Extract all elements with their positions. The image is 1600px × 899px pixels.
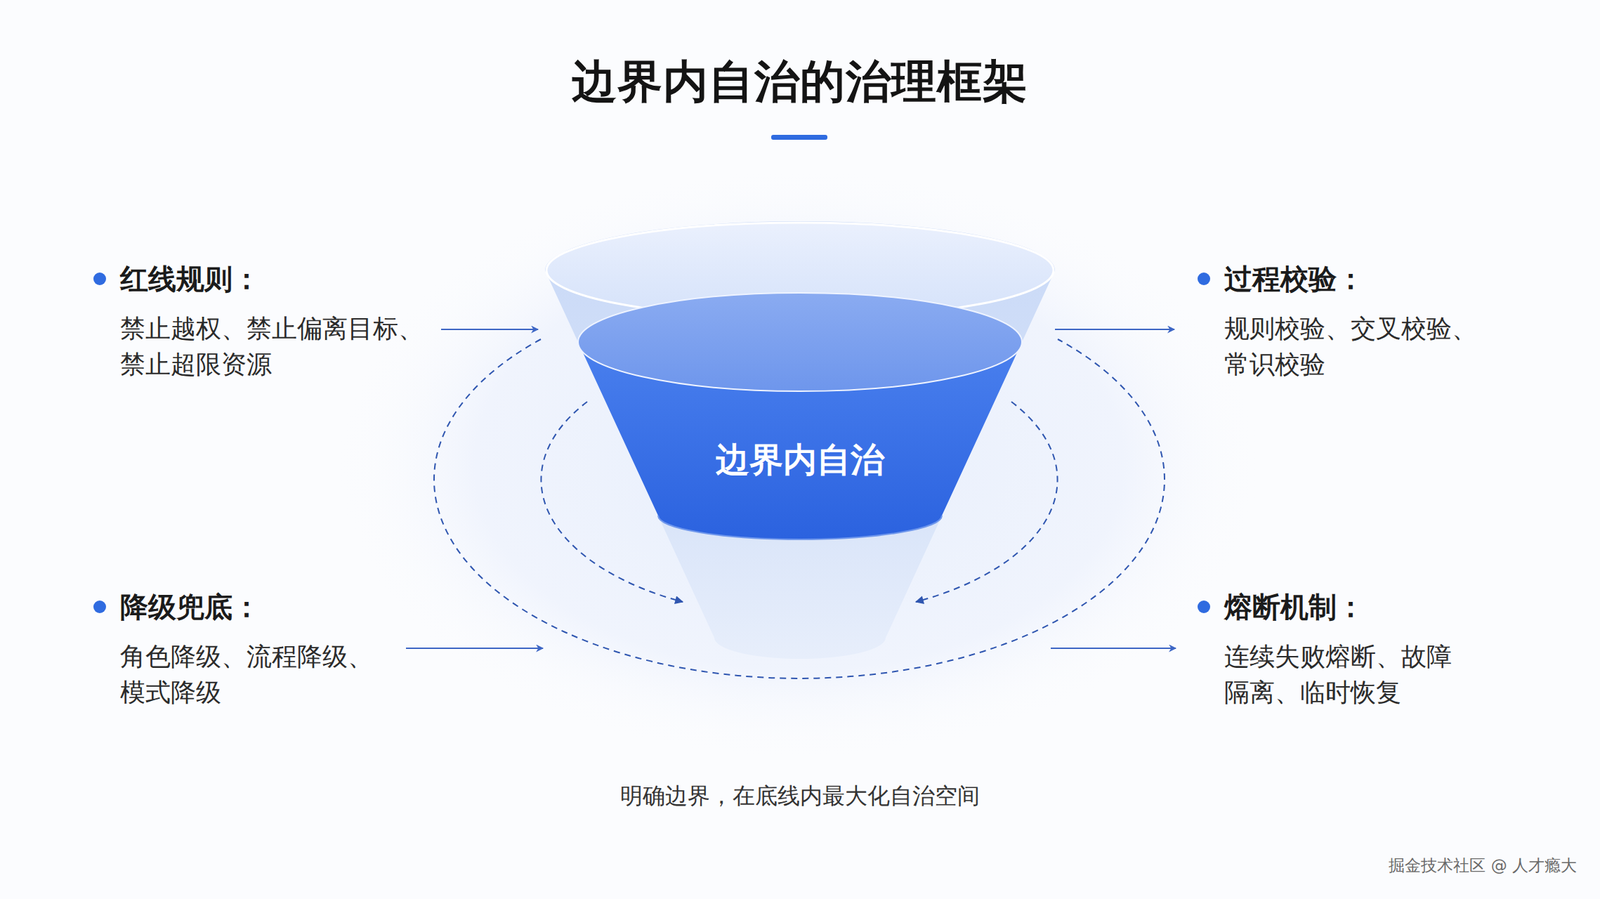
bullet-dot — [93, 600, 107, 614]
rule-item: 降级兜底： 角色降级、流程降级、模式降级 — [89, 588, 388, 711]
connector-arrow — [441, 328, 539, 331]
funnel-surface — [578, 292, 1022, 392]
item-body: 连续失败熔断、故障隔离、临时恢复 — [1224, 638, 1464, 711]
item-heading: 熔断机制： — [1224, 588, 1464, 626]
bullet-dot — [93, 272, 107, 286]
rule-item: 熔断机制： 连续失败熔断、故障隔离、临时恢复 — [1194, 588, 1464, 711]
bullet-dot — [1197, 600, 1211, 614]
watermark: 掘金技术社区 @ 人才瘾大 — [1388, 854, 1577, 877]
connector-arrow — [405, 647, 543, 649]
diagram-title: 边界内自治的治理框架 — [0, 54, 1600, 109]
item-heading: 红线规则： — [120, 260, 430, 298]
background-glow — [335, 168, 1263, 759]
autonomy-funnel: 边界内自治 — [545, 221, 1055, 661]
rule-item: 红线规则： 禁止越权、禁止偏离目标、禁止超限资源 — [89, 260, 430, 383]
item-body: 角色降级、流程降级、模式降级 — [120, 638, 388, 711]
item-heading: 过程校验： — [1224, 260, 1492, 298]
bullet-dot — [1197, 272, 1211, 286]
funnel-cone — [545, 221, 1055, 659]
item-body: 规则校验、交叉校验、常识校验 — [1224, 310, 1492, 383]
item-heading: 降级兜底： — [120, 588, 388, 626]
connector-arrow — [1054, 328, 1175, 331]
item-body: 禁止越权、禁止偏离目标、禁止超限资源 — [120, 310, 430, 383]
diagram-caption: 明确边界，在底线内最大化自治空间 — [0, 781, 1600, 810]
rule-item: 过程校验： 规则校验、交叉校验、常识校验 — [1194, 260, 1492, 383]
title-underline — [771, 134, 828, 140]
funnel-label: 边界内自治 — [545, 438, 1055, 481]
connector-arrow — [1050, 647, 1176, 649]
funnel-band-rim — [658, 515, 942, 540]
